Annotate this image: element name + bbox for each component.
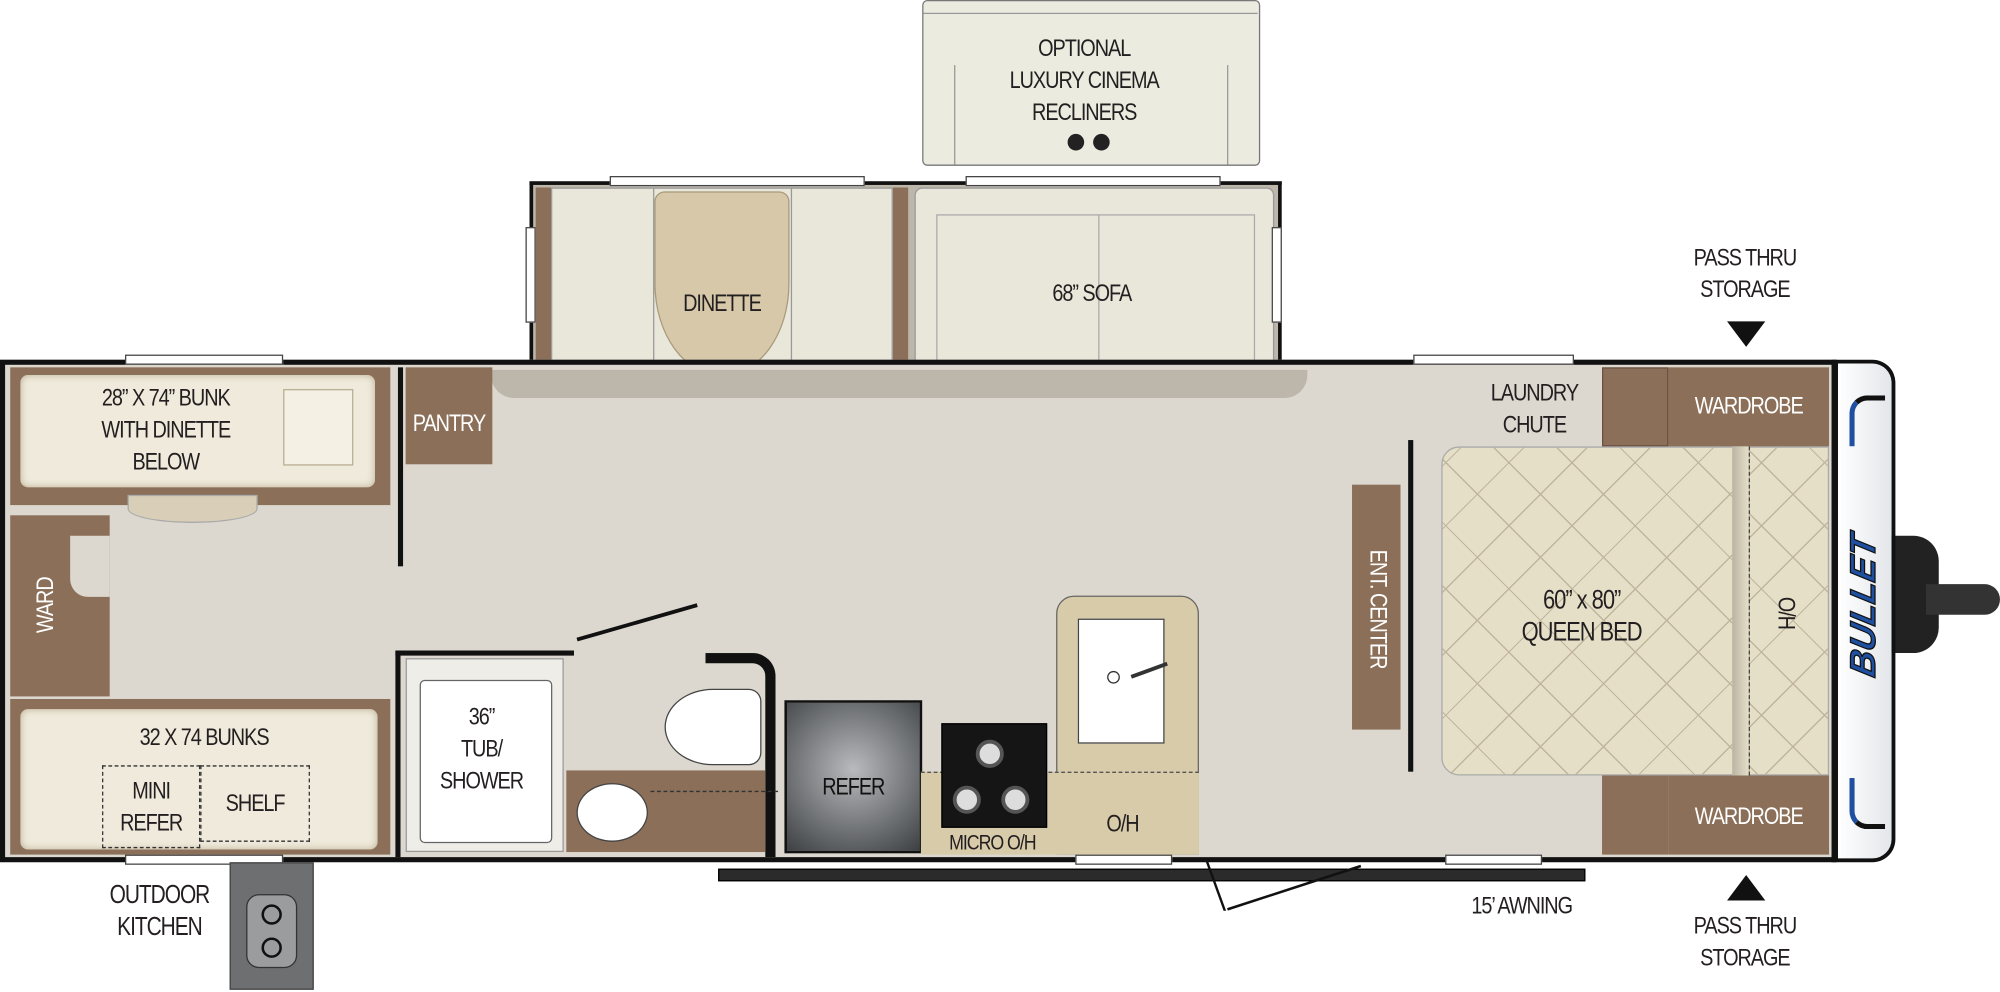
awning [718, 868, 1586, 882]
kitchen-oh-label: O/H [1106, 811, 1139, 839]
bunks-bottom-label: 32 X 74 BUNKS [139, 724, 270, 752]
mini-refer [102, 765, 201, 849]
laundry-cabinet [1602, 367, 1669, 447]
window [965, 176, 1221, 187]
ward-label: WARD [32, 577, 60, 634]
shelf-label: SHELF [225, 790, 286, 818]
cupholder-icon [1093, 133, 1110, 151]
stove [941, 723, 1048, 828]
outdoor-kitchen-label: OUTDOOR KITCHEN [109, 881, 211, 942]
dinette-label: DINETTE [683, 290, 762, 318]
refer-label: REFER [822, 774, 885, 802]
burner-icon [975, 739, 1004, 768]
queen-bed-label: 60” x 80” QUEEN BED [1521, 585, 1643, 647]
logo-text: BULLET [1842, 530, 1883, 681]
bullet-logo: BULLET [1842, 530, 1883, 681]
bunk-top-label: 28” X 74” BUNK WITH DINETTE BELOW [101, 385, 231, 476]
pantry [405, 367, 493, 465]
window [525, 227, 536, 323]
wardrobe-bottom [1668, 775, 1830, 855]
wardrobe-top-label: WARDROBE [1694, 392, 1804, 420]
outdoor-kitchen [229, 862, 314, 990]
toilet [664, 688, 762, 766]
kitchen-sink [1077, 618, 1168, 744]
recliners [922, 0, 1261, 166]
burner-icon [1001, 785, 1030, 814]
tub-shower-label: 36” TUB/ SHOWER [439, 704, 524, 795]
wardrobe-top [1668, 367, 1830, 447]
cupholder-icon [1067, 133, 1085, 151]
window [1075, 854, 1173, 865]
burner-icon [261, 937, 282, 958]
window [1271, 227, 1282, 323]
shelf [200, 765, 310, 842]
dinette-table [654, 191, 790, 377]
window [124, 854, 284, 865]
faucet-icon [1107, 670, 1120, 684]
recliners-label: OPTIONAL LUXURY CINEMA RECLINERS [1009, 35, 1160, 127]
refrigerator [784, 700, 923, 854]
wardrobe-bottom-cabinet [1602, 775, 1669, 855]
sofa-label: 68” SOFA [1052, 280, 1132, 308]
ent-center-label: ENT. CENTER [1364, 549, 1391, 669]
micro-oh-label: MICRO O/H [949, 830, 1036, 855]
pass-thru-top-label: PASS THRU STORAGE [1693, 244, 1798, 304]
tub-shower [405, 658, 564, 853]
window [1445, 854, 1543, 865]
window [1413, 354, 1574, 365]
bath-sink [576, 783, 648, 842]
bed-oh-label: O/H [1772, 596, 1800, 629]
mini-refer-label: MINI REFER [120, 778, 183, 837]
awning-label: 15’ AWNING [1471, 892, 1573, 920]
laundry-chute-label: LAUNDRY CHUTE [1490, 380, 1579, 439]
window [609, 176, 865, 187]
window [124, 354, 284, 365]
arrow-down-icon [1727, 321, 1766, 347]
pantry-label: PANTRY [412, 410, 487, 438]
burner-icon [261, 904, 282, 925]
ent-center [1352, 484, 1401, 730]
queen-bed [1441, 446, 1830, 776]
sofa [914, 187, 1275, 377]
arrow-up-icon [1727, 874, 1766, 901]
pass-thru-bottom-label: PASS THRU STORAGE [1693, 913, 1798, 972]
wardrobe-bottom-label: WARDROBE [1694, 803, 1804, 831]
burner-icon [952, 785, 981, 814]
